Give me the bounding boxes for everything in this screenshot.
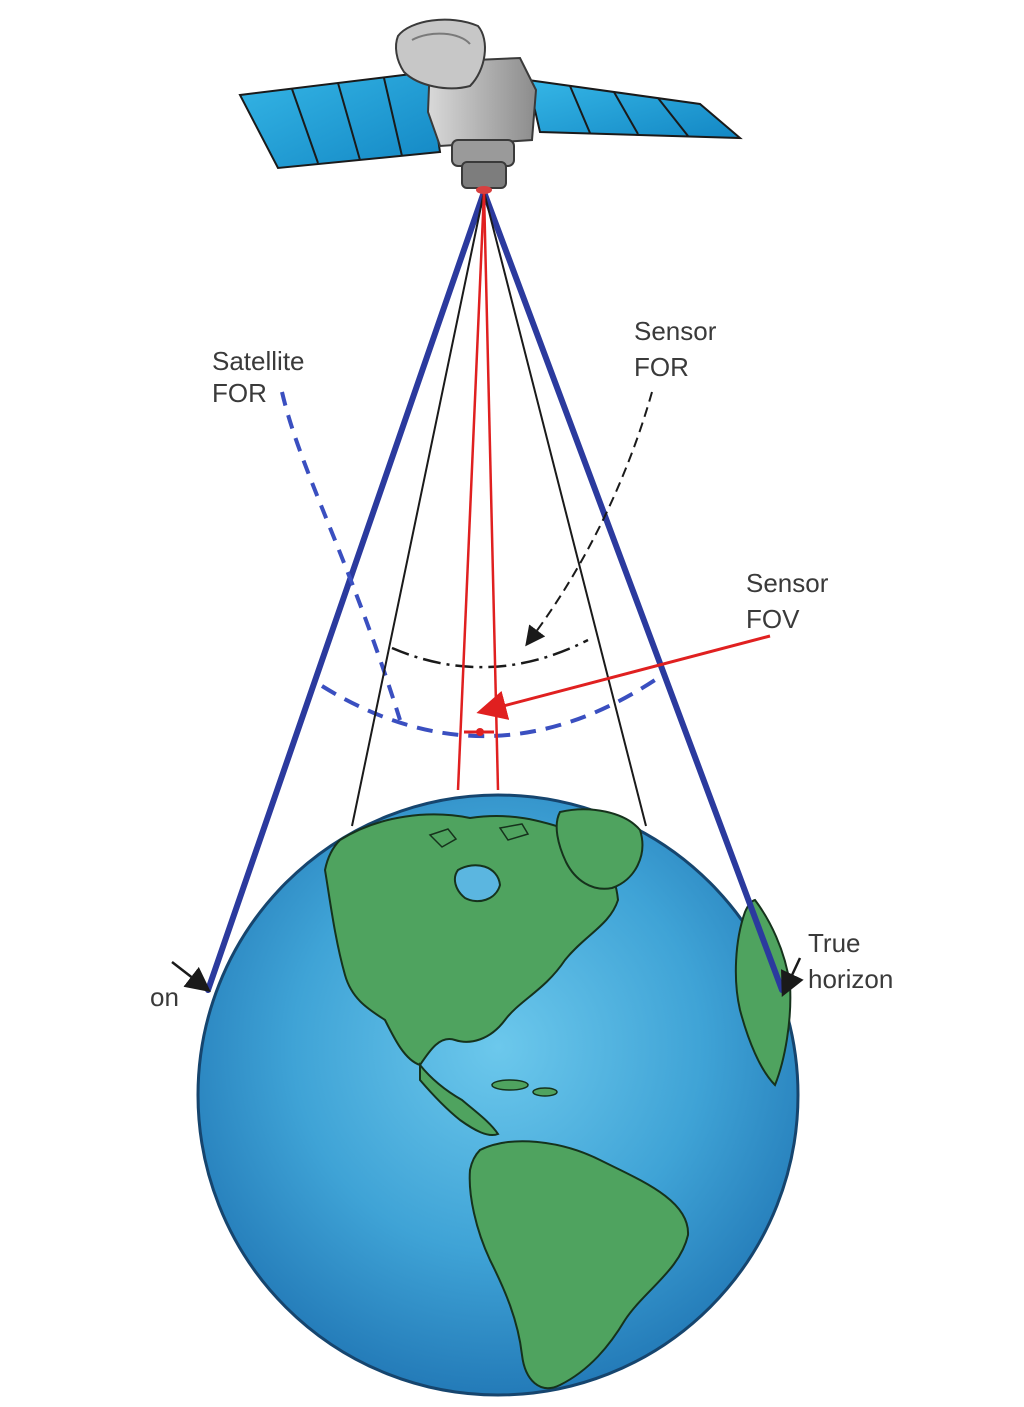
sensor-fov-label: Sensor FOV: [746, 568, 836, 634]
satellite-for-label: Satellite FOR: [212, 346, 312, 408]
central-america-landmass: [419, 1062, 500, 1136]
satellite-for-pointer: [280, 391, 402, 721]
hudson-bay: [453, 864, 502, 903]
satellite-sensor-lens: [476, 186, 492, 194]
arctic-island: [428, 828, 458, 848]
sensor-fov-lines: [456, 191, 500, 791]
left-horizon-pointer-arrow: [171, 961, 211, 993]
satellite-for-cone: [205, 189, 785, 993]
caribbean-island: [491, 1079, 529, 1091]
satellite-icon: [238, 18, 743, 194]
south-america-landmass: [468, 1140, 690, 1390]
true-horizon-label: True horizon: [808, 928, 893, 994]
left-horizon-partial-label: on: [150, 982, 179, 1012]
earth-globe-icon: [196, 793, 800, 1397]
sensor-for-label: Sensor FOR: [634, 316, 724, 382]
greenland-landmass: [555, 808, 644, 890]
north-america-landmass: [323, 813, 620, 1067]
sensor-fov-pointer-arrow: [476, 634, 771, 720]
sensor-for-pointer-arrow: [525, 391, 653, 647]
caribbean-island: [532, 1087, 558, 1097]
sensor-for-lines: [351, 191, 647, 827]
sensor-fov-dot: [476, 728, 484, 736]
right-solar-panel: [526, 78, 743, 140]
sensor-for-arc: [391, 638, 589, 669]
satellite-sensor-housing: [461, 161, 507, 189]
true-horizon-pointer-arrow: [781, 957, 804, 998]
left-solar-panel: [238, 70, 442, 170]
arctic-island: [498, 823, 530, 841]
